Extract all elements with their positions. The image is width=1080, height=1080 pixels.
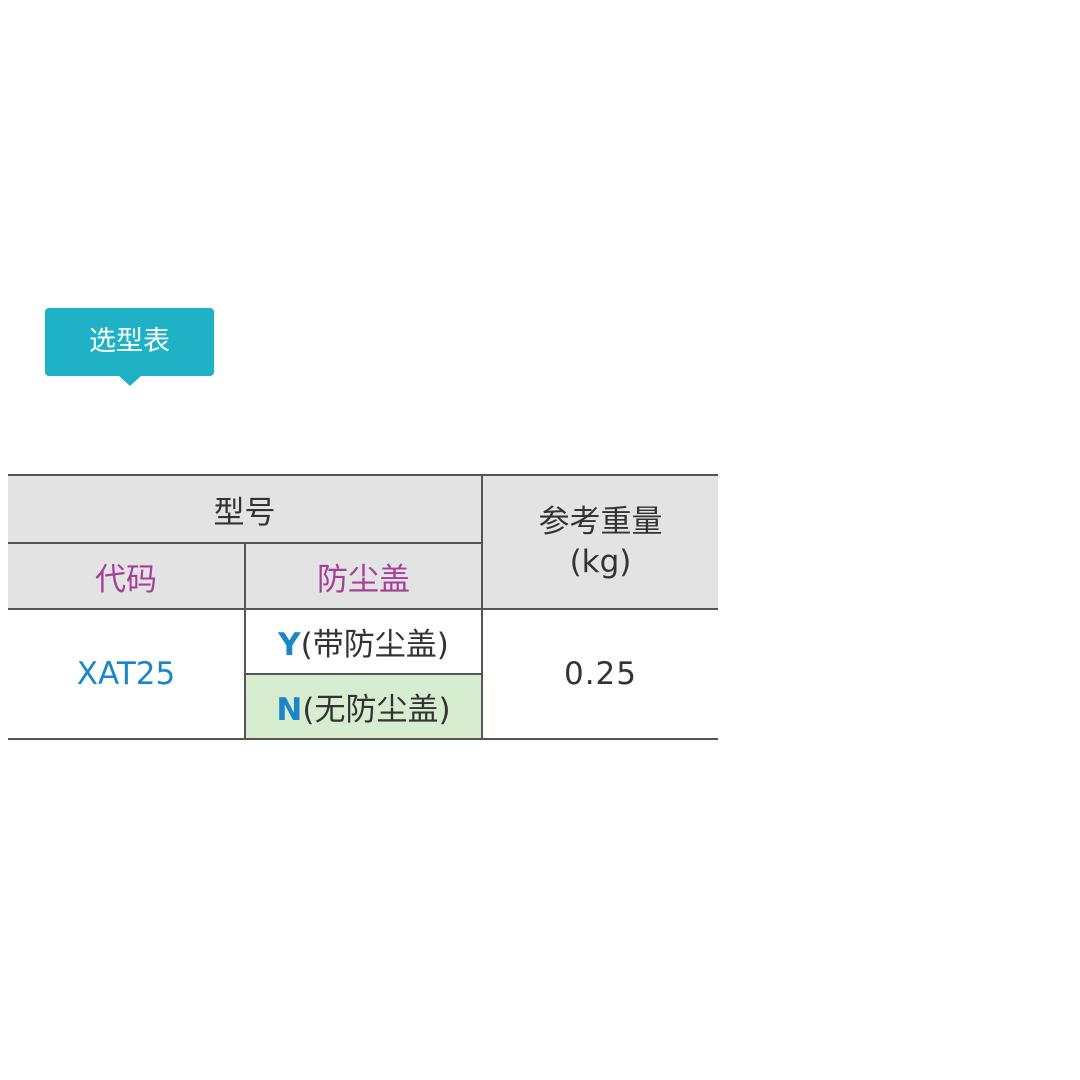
option-with-cover: Y(带防尘盖) [244,608,483,675]
header-code-label: 代码 [95,561,157,598]
option-text: (带防尘盖) [300,627,449,663]
selection-table: 型号 参考重量 (kg) 代码 防尘盖 XAT25 Y(带防尘盖) 0.25 N… [8,474,718,740]
table-row: XAT25 Y(带防尘盖) 0.25 [8,608,718,740]
weight-value: 0.25 [563,656,638,692]
option-letter: Y [278,627,301,663]
header-weight-label: 参考重量 [538,504,663,540]
header-model: 型号 [8,474,483,544]
cell-code: XAT25 [8,608,246,740]
tag-pointer [119,376,141,386]
tag-label: 选型表 [89,326,170,357]
header-model-label: 型号 [213,494,276,531]
option-without-cover: N(无防尘盖) [245,673,482,740]
option-text: (无防尘盖) [302,692,451,728]
cell-weight: 0.25 [481,608,718,740]
table-row: N(无防尘盖) [8,673,718,740]
header-dust-cover-label: 防尘盖 [317,561,410,598]
header-dust-cover: 防尘盖 [244,542,482,610]
option-letter: N [276,692,303,728]
selection-table-tag: 选型表 [45,308,214,376]
code-value: XAT25 [76,656,176,692]
header-code: 代码 [8,542,246,610]
header-weight: 参考重量 (kg) [481,474,718,610]
header-weight-unit: (kg) [569,544,632,580]
